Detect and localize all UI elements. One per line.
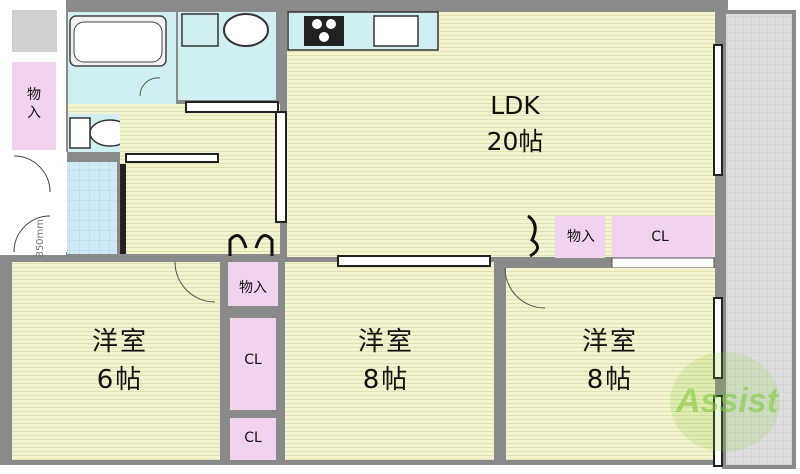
room-center-name: 洋室 <box>357 327 414 357</box>
room-left-name: 洋室 <box>91 327 148 357</box>
toilet-tank-icon <box>69 117 91 149</box>
ldk-closet-label: CL <box>651 229 669 245</box>
room-left-size: 6帖 <box>96 365 144 395</box>
bedroom-right <box>506 268 715 460</box>
ldk-storage <box>555 216 605 258</box>
room-right-size: 8帖 <box>586 365 634 395</box>
hallway <box>120 104 280 254</box>
watermark-text: Assist <box>675 382 779 420</box>
room-center-size: 8帖 <box>362 365 410 395</box>
ldk-storage-label: 物入 <box>567 229 595 245</box>
bottom-closet <box>230 418 276 460</box>
center-closet-label: CL <box>244 352 262 368</box>
kitchen-sink-icon <box>373 15 419 47</box>
entrance-floor <box>67 162 117 254</box>
dimension-note: 850mm <box>34 218 46 258</box>
room-right-name: 洋室 <box>581 327 638 357</box>
washer-icon <box>181 13 219 47</box>
bedroom-left <box>12 262 220 460</box>
window-group <box>713 44 723 467</box>
utility-box <box>12 10 57 52</box>
assist-watermark-logo: Assist <box>662 352 792 452</box>
center-closet <box>230 318 276 410</box>
entrance <box>12 152 67 252</box>
bedroom-center <box>285 262 494 460</box>
hall-storage-label: 物入 <box>239 280 267 296</box>
balcony <box>722 10 796 469</box>
hall-storage <box>228 262 278 306</box>
entrance-storage <box>12 62 56 150</box>
bottom-closet-label: CL <box>244 430 262 446</box>
sink-icon <box>223 13 269 47</box>
ldk-name: LDK <box>490 91 540 120</box>
ldk-closet <box>612 216 714 258</box>
ldk-size: 20帖 <box>486 127 544 156</box>
entrance-storage-label: 物 入 <box>27 87 41 121</box>
double-door-icon <box>228 214 539 258</box>
